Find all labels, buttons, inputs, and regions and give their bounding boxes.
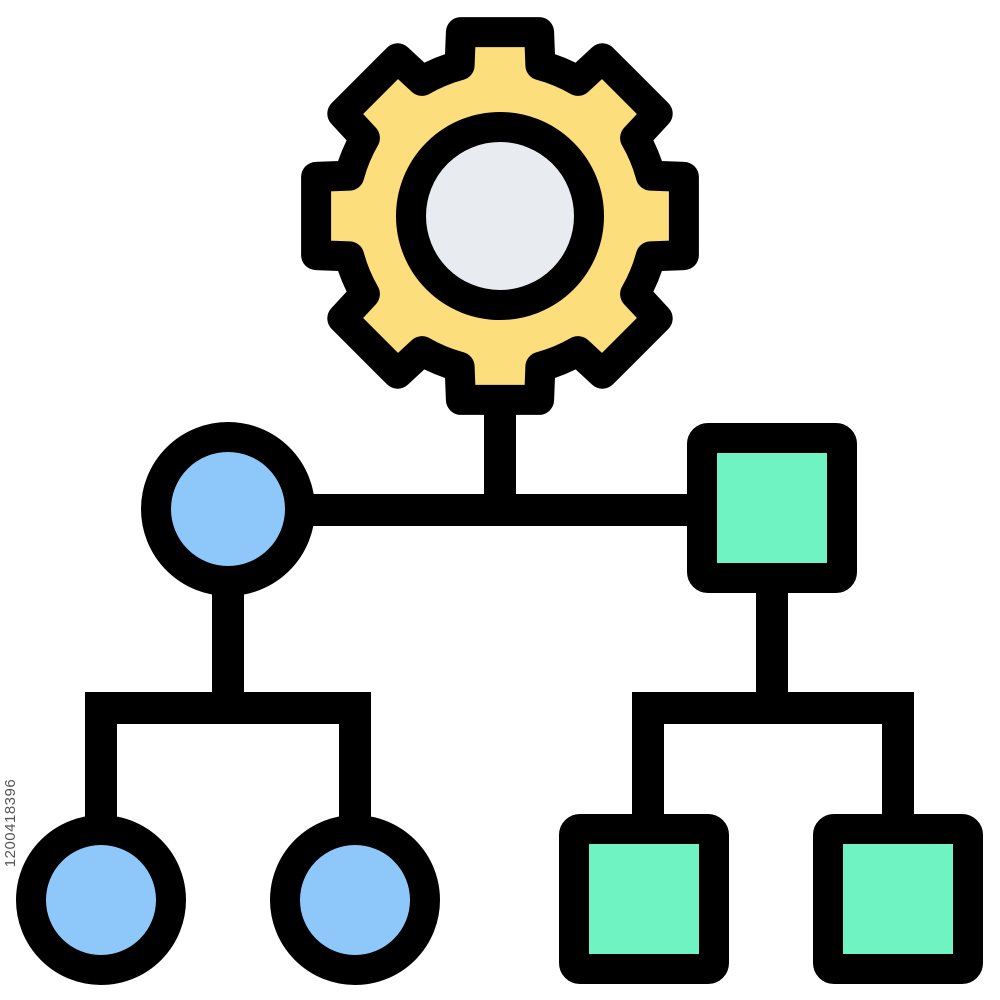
connector-lines (85, 408, 914, 830)
stock-image-id-watermark: 1200418396 (2, 778, 19, 868)
gear-hub (396, 112, 604, 320)
circle-node-bottom-middle (270, 815, 440, 985)
square-node-bottom-left (559, 814, 729, 984)
left-branch-connector (85, 692, 371, 830)
circle-node-bottom-left (16, 815, 186, 985)
square-node-bottom-right (813, 814, 983, 984)
right-branch-connector (632, 692, 914, 830)
circle-node-top-left (141, 422, 315, 596)
square-node-top-right (687, 423, 857, 593)
